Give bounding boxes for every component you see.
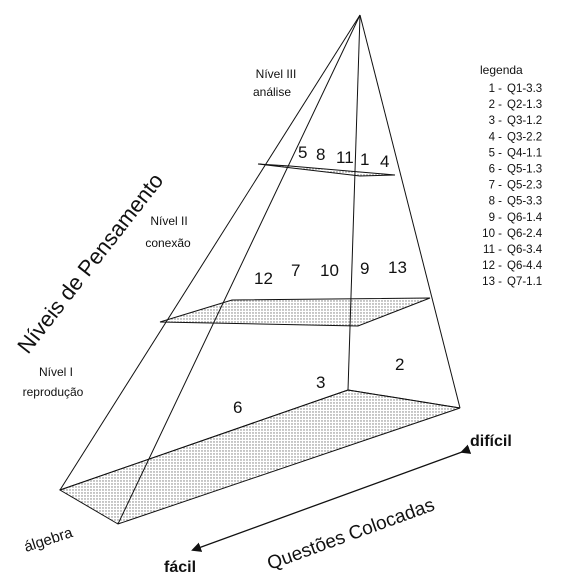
layer-numbers: 5 8 11 1 4 12 7 10 9 13 6 3 2 <box>233 143 407 417</box>
layer-number: 2 <box>395 355 404 374</box>
legend-item-number: 3 - <box>489 115 503 127</box>
top-layer <box>257 163 396 177</box>
legend: legenda 1 - Q1-3.3 2 - Q2-1.3 3 - Q3-1.2 4 - Q3… <box>480 63 543 288</box>
level-labels: Nível III análise Nível II conexão Nível… <box>23 67 297 399</box>
base-layer <box>58 389 461 525</box>
level-1-title: Nível I <box>39 365 73 379</box>
legend-item-number: 5 - <box>489 147 503 159</box>
legend-item-number: 13 - <box>482 276 502 288</box>
layer-number: 10 <box>320 261 339 280</box>
layer-number: 8 <box>316 145 325 164</box>
layer-number: 6 <box>233 398 242 417</box>
level-3-subtitle: análise <box>253 85 291 99</box>
legend-item-code: Q6-2.4 <box>507 228 543 240</box>
level-2-subtitle: conexão <box>145 236 191 250</box>
layer-number: 4 <box>380 152 389 171</box>
legend-item-code: Q7-1.1 <box>507 276 542 288</box>
legend-item-number: 7 - <box>489 180 503 192</box>
questions-axis-arrow <box>191 444 472 552</box>
vertical-axis-label: Níveis de Pensamento <box>12 168 168 358</box>
legend-item-code: Q6-4.4 <box>507 260 543 272</box>
layer-number: 7 <box>291 261 300 280</box>
legend-item-code: Q6-1.4 <box>507 212 543 224</box>
legend-title: legenda <box>480 63 523 77</box>
level-3-title: Nível III <box>256 67 297 81</box>
level-2-title: Nível II <box>150 214 187 228</box>
legend-item-number: 6 - <box>489 164 503 176</box>
layer-number: 3 <box>316 373 325 392</box>
legend-item-code: Q3-2.2 <box>507 131 542 143</box>
legend-item-code: Q3-1.2 <box>507 115 542 127</box>
legend-item-code: Q1-3.3 <box>507 83 542 95</box>
layer-number: 11 <box>336 148 354 167</box>
legend-item-number: 8 - <box>489 196 503 208</box>
legend-item-number: 12 - <box>482 260 502 272</box>
legend-item-code: Q5-2.3 <box>507 180 542 192</box>
layer-number: 1 <box>360 150 369 169</box>
axis-hard-label: difícil <box>470 433 512 450</box>
legend-item-code: Q4-1.1 <box>507 147 542 159</box>
legend-item-code: Q2-1.3 <box>507 99 542 111</box>
level-1-subtitle: reprodução <box>23 385 84 399</box>
layer-number: 9 <box>360 259 369 278</box>
legend-item-code: Q5-3.3 <box>507 196 542 208</box>
layer-number: 12 <box>254 269 273 288</box>
legend-item-number: 4 - <box>489 131 503 143</box>
legend-item-code: Q6-3.4 <box>507 244 543 256</box>
legend-item-number: 10 - <box>482 228 502 240</box>
legend-item-code: Q5-1.3 <box>507 164 542 176</box>
middle-layer <box>159 297 431 327</box>
layer-number: 5 <box>298 143 307 162</box>
axis-easy-label: fácil <box>164 559 196 575</box>
legend-item-number: 1 - <box>489 83 503 95</box>
legend-item-number: 9 - <box>489 212 503 224</box>
legend-items: 1 - Q1-3.3 2 - Q2-1.3 3 - Q3-1.2 4 - Q3-2.2 5 - Q… <box>482 83 543 288</box>
layer-number: 13 <box>388 258 407 277</box>
legend-item-number: 11 - <box>483 244 502 256</box>
pyramid-edges <box>59 14 461 525</box>
legend-item-number: 2 - <box>489 99 503 111</box>
axis-title: Questões Colocadas <box>265 495 438 575</box>
algebra-label: álgebra <box>22 524 75 556</box>
